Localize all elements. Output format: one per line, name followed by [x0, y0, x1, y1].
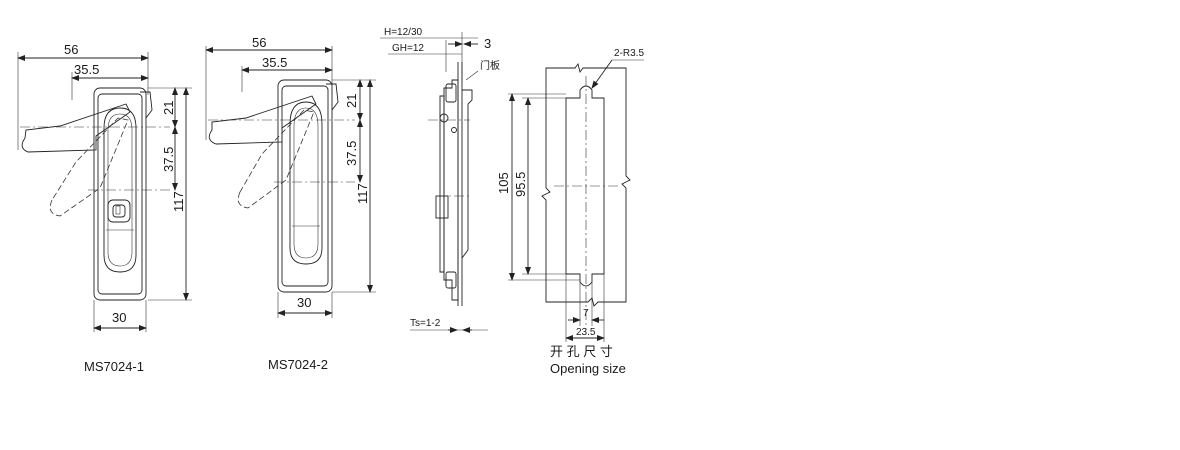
- dim-35-5: 35.5: [74, 62, 99, 77]
- dim-21: 21: [161, 101, 176, 115]
- caption-ms7024-2: MS7024-2: [268, 357, 328, 372]
- dim-105: 105: [496, 172, 511, 194]
- label-ts: Ts=1-2: [410, 318, 441, 329]
- dim-23-5: 23.5: [576, 327, 596, 338]
- label-radius: 2-R3.5: [614, 48, 644, 59]
- dim-30: 30: [297, 295, 311, 310]
- dim-21: 21: [344, 94, 359, 108]
- dim-35-5: 35.5: [262, 55, 287, 70]
- caption-ms7024-1: MS7024-1: [84, 359, 144, 374]
- caption-opening-en: Opening size: [550, 361, 626, 376]
- dim-3: 3: [484, 36, 491, 51]
- label-door-panel: 门板: [480, 59, 500, 72]
- caption-opening-cn: 开 孔 尺 寸: [550, 344, 613, 359]
- view-side: H=12/30 GH=12 3 门板 Ts=1-2: [380, 27, 500, 333]
- dim-56: 56: [64, 42, 78, 57]
- view-opening: 2-R3.5 105 95.5 7 23.5 开 孔 尺 寸 Opening s…: [496, 48, 644, 376]
- dim-117: 117: [171, 191, 186, 212]
- dim-117: 117: [355, 183, 370, 204]
- view-ms7024-1: 56 35.5 21 37.5 117: [17, 42, 192, 374]
- dim-37-5: 37.5: [344, 141, 359, 166]
- dim-7: 7: [583, 308, 589, 319]
- dim-37-5: 37.5: [161, 147, 176, 172]
- dim-95-5: 95.5: [513, 172, 528, 197]
- label-h: H=12/30: [384, 27, 423, 38]
- label-gh: GH=12: [392, 43, 424, 54]
- view-ms7024-2: 56 35.5 21 37.5 117 30 MS7024-2: [205, 35, 376, 372]
- dim-30: 30: [112, 310, 126, 325]
- dim-56: 56: [252, 35, 266, 50]
